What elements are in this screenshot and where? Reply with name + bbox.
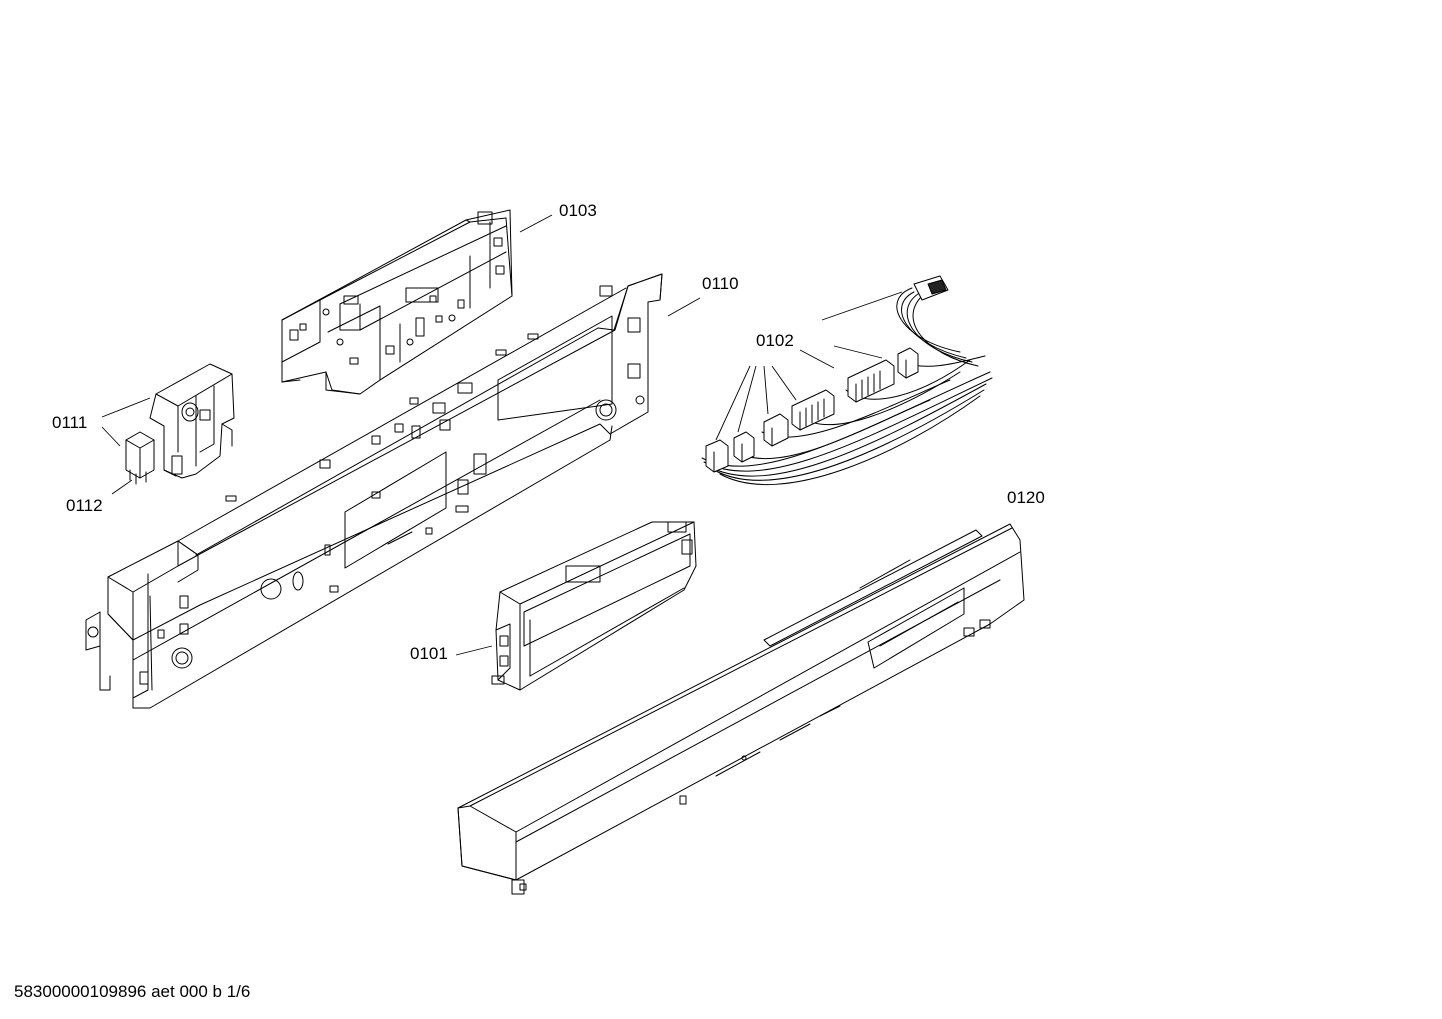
part-0111-switch bbox=[149, 363, 235, 479]
label-0101: 0101 bbox=[410, 644, 448, 663]
label-0120: 0120 bbox=[1007, 488, 1045, 507]
leader-0111-b bbox=[101, 426, 121, 447]
label-0103: 0103 bbox=[559, 201, 597, 220]
callout-labels: 0103 0110 0102 0111 0112 0120 0101 bbox=[52, 201, 1045, 663]
part-0120-fascia bbox=[457, 523, 1025, 895]
part-0110-frame bbox=[85, 273, 663, 709]
leader-0102 bbox=[715, 291, 903, 441]
label-0102: 0102 bbox=[756, 331, 794, 350]
part-0101-display bbox=[491, 521, 697, 691]
leader-0111-a bbox=[101, 397, 151, 418]
leader-0101 bbox=[455, 645, 493, 656]
leader-lines bbox=[101, 214, 903, 656]
leader-0112 bbox=[111, 479, 133, 495]
part-0103-control-module bbox=[281, 209, 513, 395]
part-0102-harness bbox=[701, 275, 993, 486]
part-0112-relay bbox=[125, 431, 155, 485]
leader-0110 bbox=[667, 297, 701, 317]
label-0110: 0110 bbox=[702, 274, 739, 293]
leader-0103 bbox=[519, 214, 553, 233]
label-0112: 0112 bbox=[66, 496, 103, 515]
label-0111: 0111 bbox=[52, 413, 87, 432]
drawing-reference: 58300000109896 aet 000 b 1/6 bbox=[14, 982, 250, 1001]
